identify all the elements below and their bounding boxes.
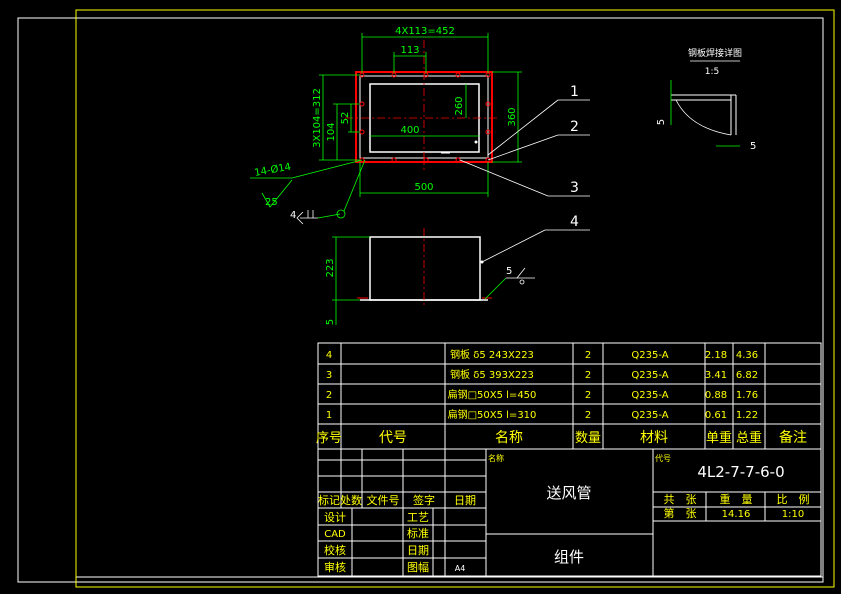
bom-table: 4 钢板 δ5 243X223 2 Q235-A 2.18 4.36 3 钢板 … bbox=[316, 342, 822, 450]
dim-side-5: 5 bbox=[325, 319, 336, 325]
dim-vertical-pitch: 3X104=312 bbox=[312, 88, 323, 148]
bom-row-material: Q235-A bbox=[631, 390, 668, 401]
weld-symbol-side: 5 bbox=[506, 266, 512, 277]
callout-leaders bbox=[459, 99, 590, 263]
bom-row-qty: 2 bbox=[585, 410, 591, 421]
dim-223: 223 bbox=[325, 258, 336, 277]
bom-header-material: 材料 bbox=[640, 430, 668, 446]
cad-label: CAD bbox=[324, 529, 346, 540]
bom-row-material: Q235-A bbox=[631, 350, 668, 361]
callout-3: 3 bbox=[570, 180, 579, 196]
bom-row-total: 1.22 bbox=[736, 410, 758, 421]
name-label: 名称 bbox=[488, 453, 504, 463]
drawing-size-label: 图幅 bbox=[407, 561, 429, 574]
top-view: 4X113=452 113 400 500 3X104=312 104 52 2… bbox=[250, 26, 522, 225]
part-name: 送风管 bbox=[546, 484, 591, 502]
scale-value: 1:10 bbox=[782, 509, 804, 520]
title-block: 标记 处数 文件号 签字 日期 设计 CAD 校核 审核 工艺 标准 日期 图幅… bbox=[317, 448, 822, 577]
bom-row-total: 1.76 bbox=[736, 390, 758, 401]
bom-row-total: 4.36 bbox=[736, 350, 758, 361]
bom-header-no: 序号 bbox=[316, 431, 342, 446]
bom-row-unit: 0.88 bbox=[705, 390, 727, 401]
hole-spec: 14-Ø14 bbox=[253, 161, 291, 179]
dim-52: 52 bbox=[340, 112, 351, 125]
weld-all-around-icon bbox=[336, 209, 346, 219]
check-label: 校核 bbox=[324, 543, 346, 557]
bom-header-name: 名称 bbox=[495, 430, 523, 446]
bom-row-unit: 2.18 bbox=[705, 350, 727, 361]
callout-4: 4 bbox=[570, 214, 579, 230]
callout-2: 2 bbox=[570, 119, 579, 135]
bom-row-material: Q235-A bbox=[631, 370, 668, 381]
bom-row-no: 4 bbox=[326, 350, 332, 361]
dim-360: 360 bbox=[507, 107, 518, 126]
sheets-total-label: 共 张 bbox=[664, 493, 697, 506]
assembly-type: 组件 bbox=[554, 548, 584, 566]
side-view-outline bbox=[369, 236, 481, 301]
dim-outer-width: 500 bbox=[414, 182, 433, 193]
bom-row-name: 钢板 δ5 243X223 bbox=[450, 348, 534, 361]
bom-row-no: 3 bbox=[326, 370, 332, 381]
bom-header-qty: 数量 bbox=[575, 431, 601, 446]
bom-header-code: 代号 bbox=[379, 430, 407, 446]
bom-row-qty: 2 bbox=[585, 390, 591, 401]
rev-header-date: 日期 bbox=[454, 494, 476, 507]
bom-row-unit: 3.41 bbox=[705, 370, 727, 381]
bom-row-material: Q235-A bbox=[631, 410, 668, 421]
dim-104: 104 bbox=[326, 122, 337, 141]
rev-header-mark: 标记 bbox=[318, 493, 340, 507]
bom-row-name: 扁钢□50X5 l=310 bbox=[448, 408, 537, 421]
detail-dim-left: 5 bbox=[656, 119, 667, 125]
hole-leader bbox=[291, 159, 363, 179]
rev-header-sign: 签字 bbox=[413, 493, 435, 507]
roughness-symbol bbox=[261, 179, 293, 208]
review-label: 审核 bbox=[324, 560, 346, 574]
border-frame bbox=[75, 9, 835, 588]
top-dimension-lines bbox=[319, 33, 522, 197]
sheet-label: 第 张 bbox=[664, 506, 697, 520]
drawing-size: A4 bbox=[455, 564, 466, 573]
bom-row-qty: 2 bbox=[585, 370, 591, 381]
dim-overall-width: 4X113=452 bbox=[395, 26, 455, 37]
bom-row-no: 2 bbox=[326, 390, 332, 401]
dim-pitch: 113 bbox=[400, 45, 419, 56]
design-label: 设计 bbox=[324, 511, 346, 524]
rev-header-count: 处数 bbox=[340, 494, 362, 507]
process-label: 工艺 bbox=[407, 511, 429, 524]
detail-scale: 1:5 bbox=[705, 67, 719, 77]
bom-row-no: 1 bbox=[326, 410, 332, 421]
inner-frame bbox=[75, 17, 824, 578]
detail-title: 钢板焊接详图 bbox=[688, 47, 742, 59]
bom-header-total: 总重 bbox=[736, 430, 762, 446]
code-label: 代号 bbox=[655, 453, 671, 463]
bom-row-name: 钢板 δ5 393X223 bbox=[450, 368, 534, 381]
scale-label: 比 例 bbox=[777, 492, 810, 506]
callout-1: 1 bbox=[570, 84, 579, 100]
dim-inner-width: 400 bbox=[400, 125, 419, 136]
weld-detail: 钢板焊接详图 1:5 5 5 bbox=[656, 47, 756, 152]
side-view: 223 5 5 bbox=[325, 228, 535, 325]
detail-dim-right: 5 bbox=[750, 141, 756, 152]
bom-row-unit: 0.61 bbox=[705, 410, 727, 421]
bom-row-name: 扁钢□50X5 l=450 bbox=[448, 388, 537, 401]
weight-value: 14.16 bbox=[722, 509, 751, 520]
rev-header-docno: 文件号 bbox=[367, 493, 400, 507]
weight-label: 重 量 bbox=[720, 492, 753, 506]
drawing-number: 4L2-7-7-6-0 bbox=[697, 463, 784, 481]
bom-row-qty: 2 bbox=[585, 350, 591, 361]
standard-label: 标准 bbox=[407, 526, 429, 540]
bom-header-remark: 备注 bbox=[779, 429, 807, 446]
date-label: 日期 bbox=[407, 544, 429, 557]
dim-260: 260 bbox=[454, 96, 465, 115]
bom-header-unit: 单重 bbox=[706, 430, 732, 446]
weld-symbol-top: 4 bbox=[290, 210, 296, 221]
roughness-value: 25 bbox=[265, 197, 278, 208]
bom-row-total: 6.82 bbox=[736, 370, 758, 381]
bolt-holes bbox=[359, 72, 491, 163]
